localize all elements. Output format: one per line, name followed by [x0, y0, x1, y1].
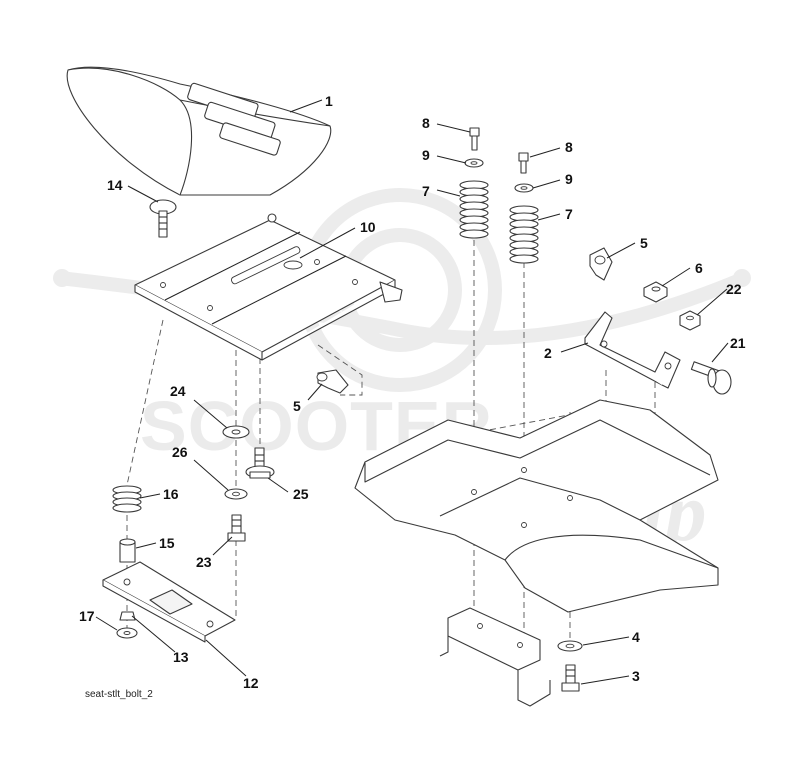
part-washer-26	[224, 488, 248, 500]
part-washer-9-right	[514, 183, 534, 193]
part-carriage-bolt-14	[149, 199, 177, 238]
watermark-dot-right	[733, 269, 751, 287]
part-bolt-3	[561, 664, 580, 692]
callout-9-left: 9	[422, 147, 430, 163]
callout-26: 26	[172, 444, 188, 460]
part-frame-mount	[439, 607, 551, 707]
part-nut-17	[116, 627, 138, 639]
callout-6: 6	[695, 260, 703, 276]
part-spring-7-left	[459, 180, 489, 239]
part-bolt-8-left	[469, 127, 480, 151]
leader-lines	[95, 99, 729, 685]
callout-5-lower: 5	[293, 398, 301, 414]
callout-8-left: 8	[422, 115, 430, 131]
callout-21: 21	[730, 335, 746, 351]
part-spring-16	[112, 485, 142, 513]
part-seat	[66, 66, 332, 196]
part-clip-5-lower	[316, 369, 349, 394]
callout-7-left: 7	[422, 183, 430, 199]
part-bolt-8-right	[518, 152, 529, 174]
callout-13: 13	[173, 649, 189, 665]
part-spacer-15	[119, 538, 136, 563]
callout-5-upper: 5	[640, 235, 648, 251]
callout-12: 12	[243, 675, 259, 691]
callout-9-right: 9	[565, 171, 573, 187]
callout-2: 2	[544, 345, 552, 361]
callout-1: 1	[325, 93, 333, 109]
part-bolt-23	[227, 514, 246, 542]
callout-8-right: 8	[565, 139, 573, 155]
part-washer-9-left	[464, 158, 484, 168]
part-nut-13	[119, 611, 136, 621]
part-bolt-21	[690, 361, 732, 395]
callout-25: 25	[293, 486, 309, 502]
callout-14: 14	[107, 177, 123, 193]
callout-22: 22	[726, 281, 742, 297]
part-washer-24	[222, 425, 250, 439]
part-clip-5-upper	[589, 247, 613, 281]
part-nut-6	[643, 281, 668, 303]
diagram-caption: seat-stlt_bolt_2	[85, 689, 153, 700]
callout-10: 10	[360, 219, 376, 235]
part-bracket-2	[584, 311, 681, 389]
callout-4: 4	[632, 629, 640, 645]
part-pivot-plate-12	[102, 561, 236, 643]
part-washer-4	[557, 640, 583, 652]
part-seat-pan	[134, 213, 403, 361]
part-nut-22	[679, 310, 701, 331]
callout-15: 15	[159, 535, 175, 551]
callout-23: 23	[196, 554, 212, 570]
callout-labels: 1 14 10 8 9 7 8 9 7 5 6 22 2 21 24 5 26 …	[79, 93, 746, 691]
part-shoulder-bolt-25	[245, 447, 275, 479]
part-spring-7-right	[509, 205, 539, 264]
watermark-dot-left	[53, 269, 71, 287]
callout-7-right: 7	[565, 206, 573, 222]
callout-16: 16	[163, 486, 179, 502]
part-frame	[354, 399, 719, 613]
callout-24: 24	[170, 383, 186, 399]
callout-3: 3	[632, 668, 640, 684]
callout-17: 17	[79, 608, 95, 624]
